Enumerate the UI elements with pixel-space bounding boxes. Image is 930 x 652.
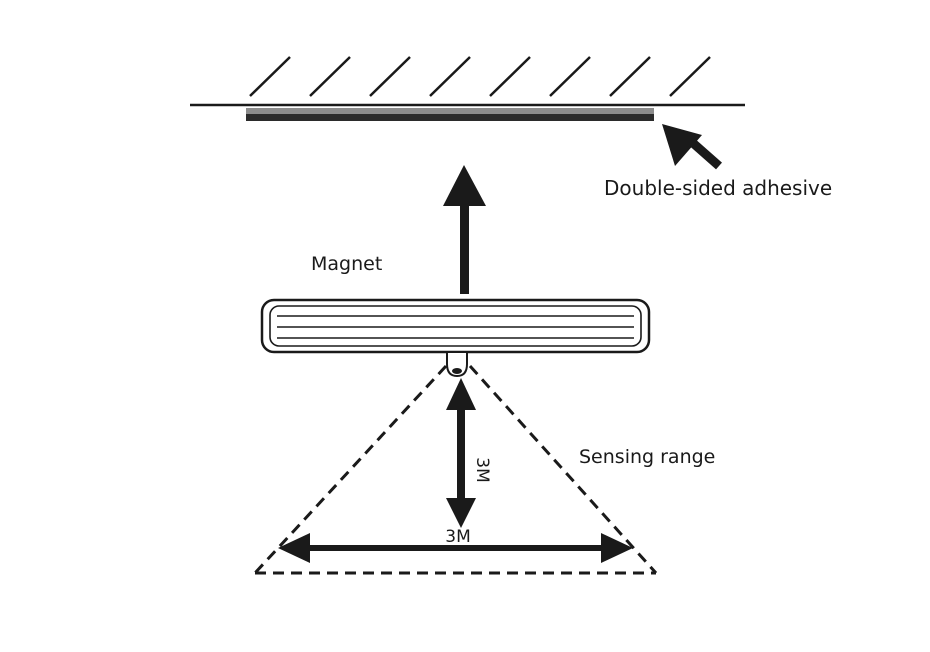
vertical-range-arrow bbox=[446, 378, 476, 528]
vertical-range-label: 3M bbox=[472, 457, 492, 482]
surface-hatching bbox=[249, 56, 711, 97]
sensing-range-cone bbox=[253, 364, 658, 575]
sensing-range-label: Sensing range bbox=[579, 446, 715, 468]
adhesive-strip bbox=[246, 108, 654, 121]
motion-sensor-icon bbox=[446, 351, 468, 378]
mounting-surface bbox=[190, 56, 745, 107]
light-bar-lens bbox=[269, 305, 642, 347]
adhesive-pointer-arrow bbox=[662, 124, 722, 170]
adhesive-label: Double-sided adhesive bbox=[604, 176, 832, 200]
mount-direction-arrow bbox=[443, 165, 486, 294]
magnet-label: Magnet bbox=[311, 253, 382, 275]
light-bar-device bbox=[260, 298, 651, 378]
horizontal-range-arrow bbox=[278, 533, 633, 563]
horizontal-range-label: 3M bbox=[445, 527, 470, 547]
